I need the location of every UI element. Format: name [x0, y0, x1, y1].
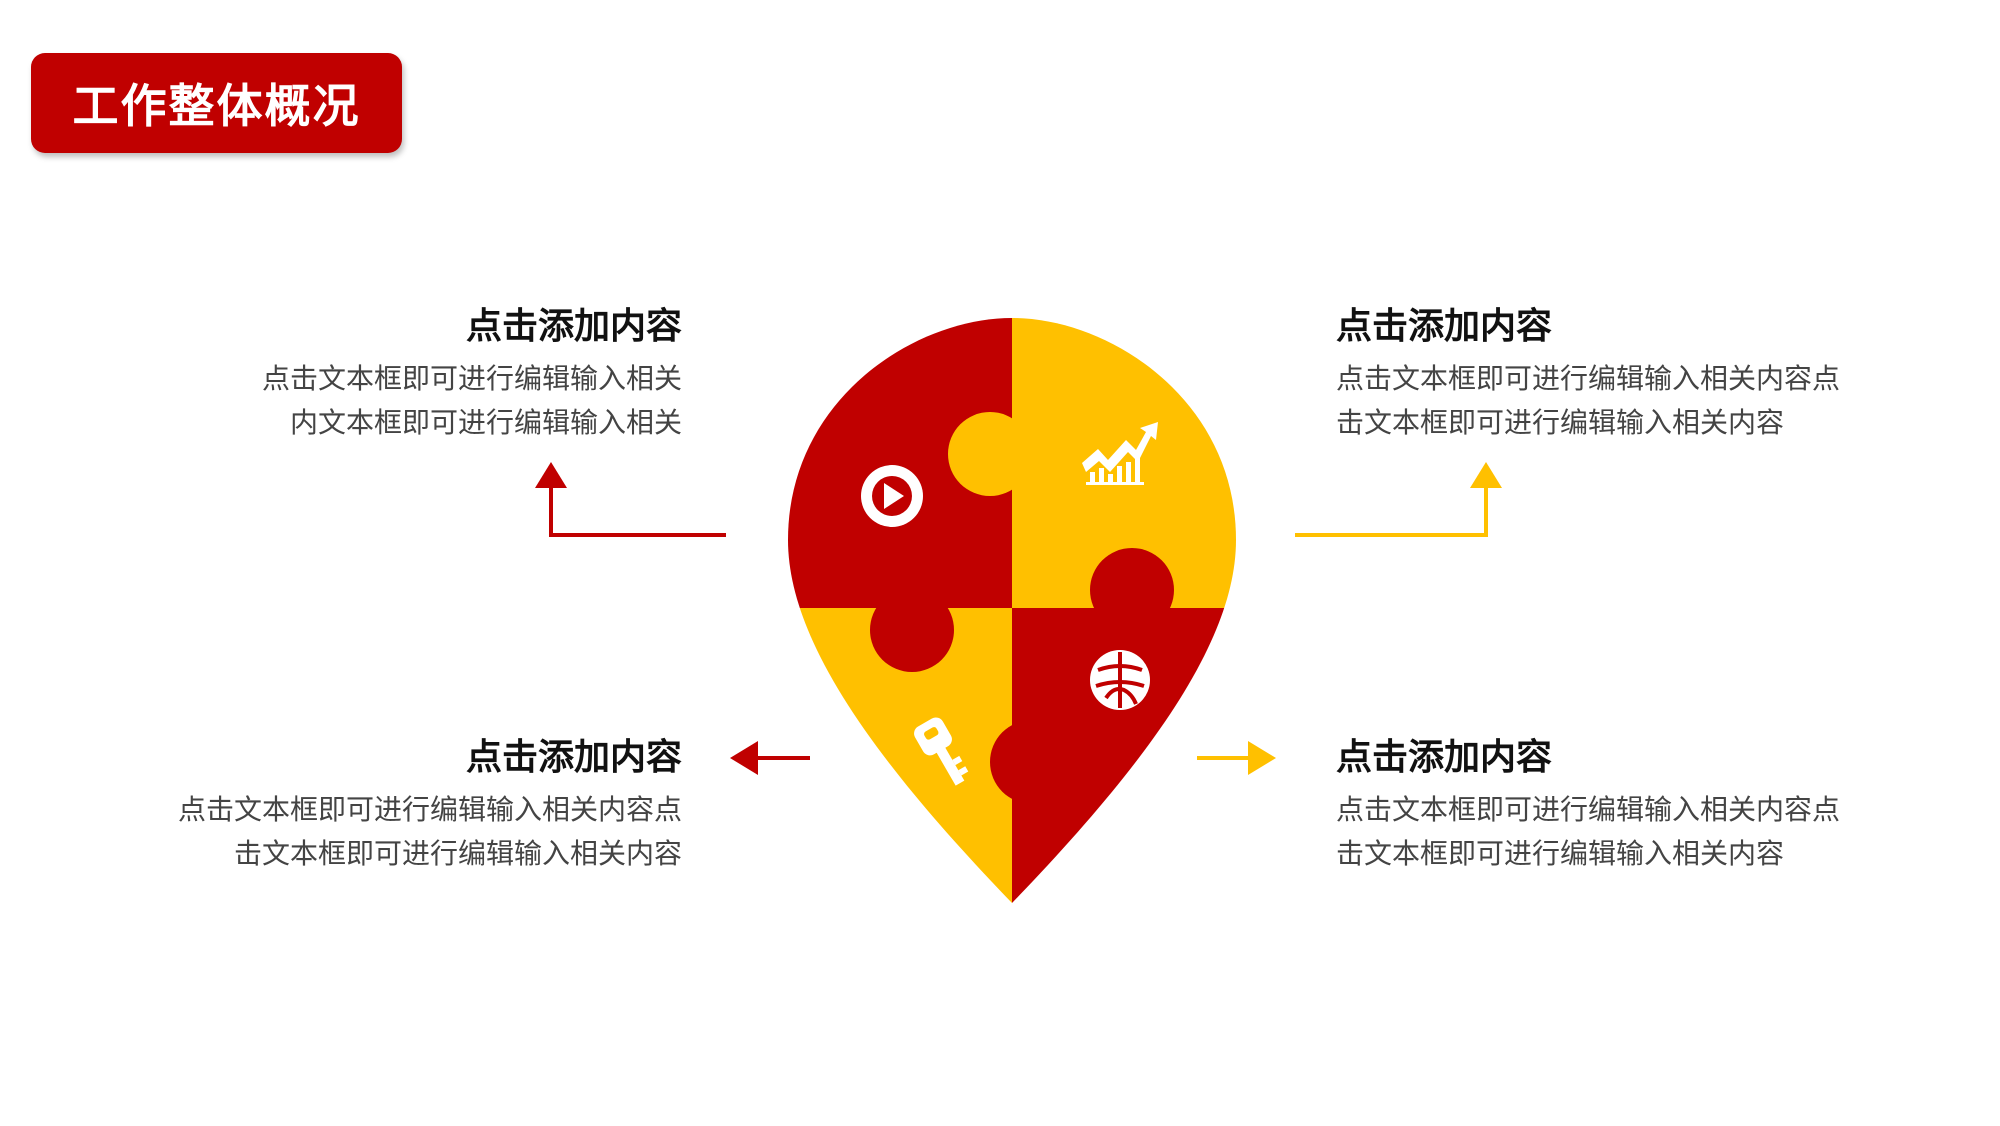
block-heading: 点击添加内容: [465, 306, 682, 347]
block-heading: 点击添加内容: [1336, 737, 1553, 778]
page-title: 工作整体概况: [72, 79, 361, 133]
block-description-line: 击文本框即可进行编辑输入相关内容: [1336, 406, 1785, 439]
growth-chart-icon: [1082, 422, 1158, 485]
puzzle-tab-right: [1090, 548, 1174, 632]
block-description-line: 内文本框即可进行编辑输入相关: [289, 406, 682, 439]
block-heading: 点击添加内容: [1336, 306, 1553, 347]
block-heading: 点击添加内容: [465, 737, 682, 778]
block-description-line: 点击文本框即可进行编辑输入相关内容点: [1336, 362, 1841, 395]
arrow-bottom-left: [730, 741, 810, 775]
block-description: 点击文本框即可进行编辑输入相关内容点 击文本框即可进行编辑输入相关内容: [1336, 357, 1896, 445]
arrow-top-right: [1295, 462, 1502, 537]
text-block-top-right: 点击添加内容 点击文本框即可进行编辑输入相关内容点 击文本框即可进行编辑输入相关…: [1336, 303, 1896, 445]
puzzle-tab-bottom: [990, 720, 1074, 804]
block-description: 点击文本框即可进行编辑输入相关内容点 击文本框即可进行编辑输入相关内容: [1336, 788, 1896, 876]
puzzle-pin: [788, 318, 1236, 903]
block-description-line: 点击文本框即可进行编辑输入相关内容点: [177, 793, 682, 826]
block-description-line: 击文本框即可进行编辑输入相关内容: [1336, 837, 1785, 870]
text-block-top-left: 点击添加内容 点击文本框即可进行编辑输入相关 内文本框即可进行编辑输入相关: [122, 303, 682, 445]
puzzle-tab-left: [870, 588, 954, 672]
text-block-bottom-right: 点击添加内容 点击文本框即可进行编辑输入相关内容点 击文本框即可进行编辑输入相关…: [1336, 734, 1896, 876]
arrow-top-left: [535, 462, 726, 537]
block-description: 点击文本框即可进行编辑输入相关内容点 击文本框即可进行编辑输入相关内容: [122, 788, 682, 876]
arrow-bottom-right: [1197, 741, 1276, 775]
basketball-icon: [1090, 650, 1150, 710]
block-description-line: 点击文本框即可进行编辑输入相关: [261, 362, 682, 395]
text-block-bottom-left: 点击添加内容 点击文本框即可进行编辑输入相关内容点 击文本框即可进行编辑输入相关…: [122, 734, 682, 876]
play-icon: [861, 465, 923, 527]
key-icon: [914, 717, 969, 786]
puzzle-tab-top: [948, 412, 1032, 496]
block-description-line: 击文本框即可进行编辑输入相关内容: [233, 837, 682, 870]
title-badge: 工作整体概况: [31, 53, 402, 153]
block-description: 点击文本框即可进行编辑输入相关 内文本框即可进行编辑输入相关: [122, 357, 682, 445]
block-description-line: 点击文本框即可进行编辑输入相关内容点: [1336, 793, 1841, 826]
